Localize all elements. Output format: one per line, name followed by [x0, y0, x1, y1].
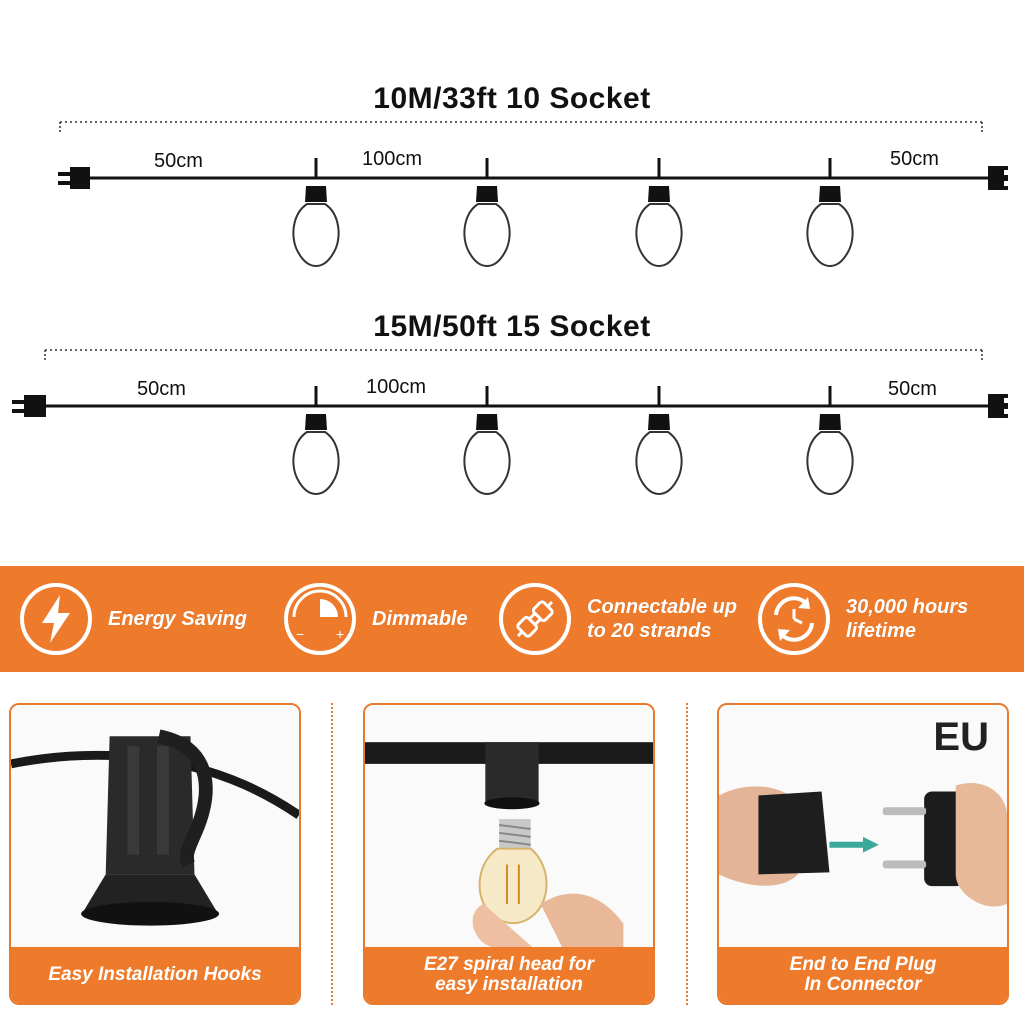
feature-connectable: Connectable up to 20 strands	[497, 566, 737, 672]
left-lead-label: 50cm	[137, 378, 186, 400]
connector-right-icon	[988, 166, 1010, 190]
feature-label: Dimmable	[372, 608, 468, 630]
e27-bulb-photo	[365, 706, 653, 948]
feature-label-line2: to 20 strands	[587, 620, 712, 642]
plug-left-icon	[12, 395, 46, 417]
eu-plug-photo	[719, 706, 1007, 948]
bulb-icon	[806, 186, 854, 268]
spacing-label: 100cm	[362, 148, 423, 170]
strand-title: 15M/50ft 15 Socket	[373, 310, 651, 343]
right-lead-label: 50cm	[888, 378, 937, 400]
dimmer-icon: − +	[284, 583, 356, 655]
feature-label-line1: 30,000 hours	[846, 596, 969, 618]
card-caption-line2: In Connector	[804, 974, 922, 995]
feature-lifetime: 30,000 hours lifetime	[756, 566, 968, 672]
feature-energy-saving: Energy Saving	[18, 566, 247, 672]
connector-right-icon	[988, 394, 1010, 418]
socket-hook-photo	[11, 706, 299, 948]
feature-label: 30,000 hours lifetime	[846, 595, 968, 643]
divider	[686, 703, 688, 1005]
bulb-icon	[635, 414, 683, 496]
feature-label: Connectable up to 20 strands	[587, 595, 737, 643]
card-installation-hooks: Easy Installation Hooks	[9, 703, 301, 1005]
eu-badge: EU	[933, 715, 989, 759]
svg-text:−: −	[296, 626, 304, 642]
plug-left-icon	[58, 167, 90, 189]
card-caption: End to End Plug In Connector	[719, 947, 1007, 1003]
card-e27: E27 spiral head for easy installation	[363, 703, 655, 1005]
feature-dimmable: − + Dimmable	[282, 566, 468, 672]
feature-label-line2: lifetime	[846, 620, 917, 642]
strand-10m: 10M/33ft 10 Socket	[0, 80, 1024, 310]
right-lead-label: 50cm	[890, 148, 939, 170]
card-caption: Easy Installation Hooks	[11, 947, 299, 1003]
svg-text:+: +	[336, 626, 344, 642]
strand-diagram	[12, 349, 1010, 496]
bulb-icon	[635, 186, 683, 268]
feature-label: Energy Saving	[108, 608, 247, 630]
cycle-icon	[758, 583, 830, 655]
strand-15m: 15M/50ft 15 Socket	[0, 308, 1024, 538]
bulb-icon	[292, 186, 340, 268]
bulb-icon	[463, 414, 511, 496]
lightning-icon	[20, 583, 92, 655]
feature-label-line1: Connectable up	[587, 596, 738, 618]
card-caption: E27 spiral head for easy installation	[365, 947, 653, 1003]
spacing-label: 100cm	[366, 376, 427, 398]
left-lead-label: 50cm	[154, 150, 203, 172]
strand-diagram	[58, 121, 1010, 268]
bulb-icon	[806, 414, 854, 496]
bulb-icon	[463, 186, 511, 268]
feature-banner: Energy Saving − + Dimmable Connectable u…	[0, 566, 1024, 672]
card-caption-line2: easy installation	[435, 974, 583, 995]
divider	[331, 703, 333, 1005]
card-plug-connector: EU End to End Plug In Connector	[717, 703, 1009, 1005]
card-caption-line1: End to End Plug	[789, 954, 937, 975]
card-caption-line1: E27 spiral head for	[423, 954, 594, 975]
strand-title: 10M/33ft 10 Socket	[373, 82, 651, 115]
plug-connect-icon	[499, 583, 571, 655]
bulb-icon	[292, 414, 340, 496]
